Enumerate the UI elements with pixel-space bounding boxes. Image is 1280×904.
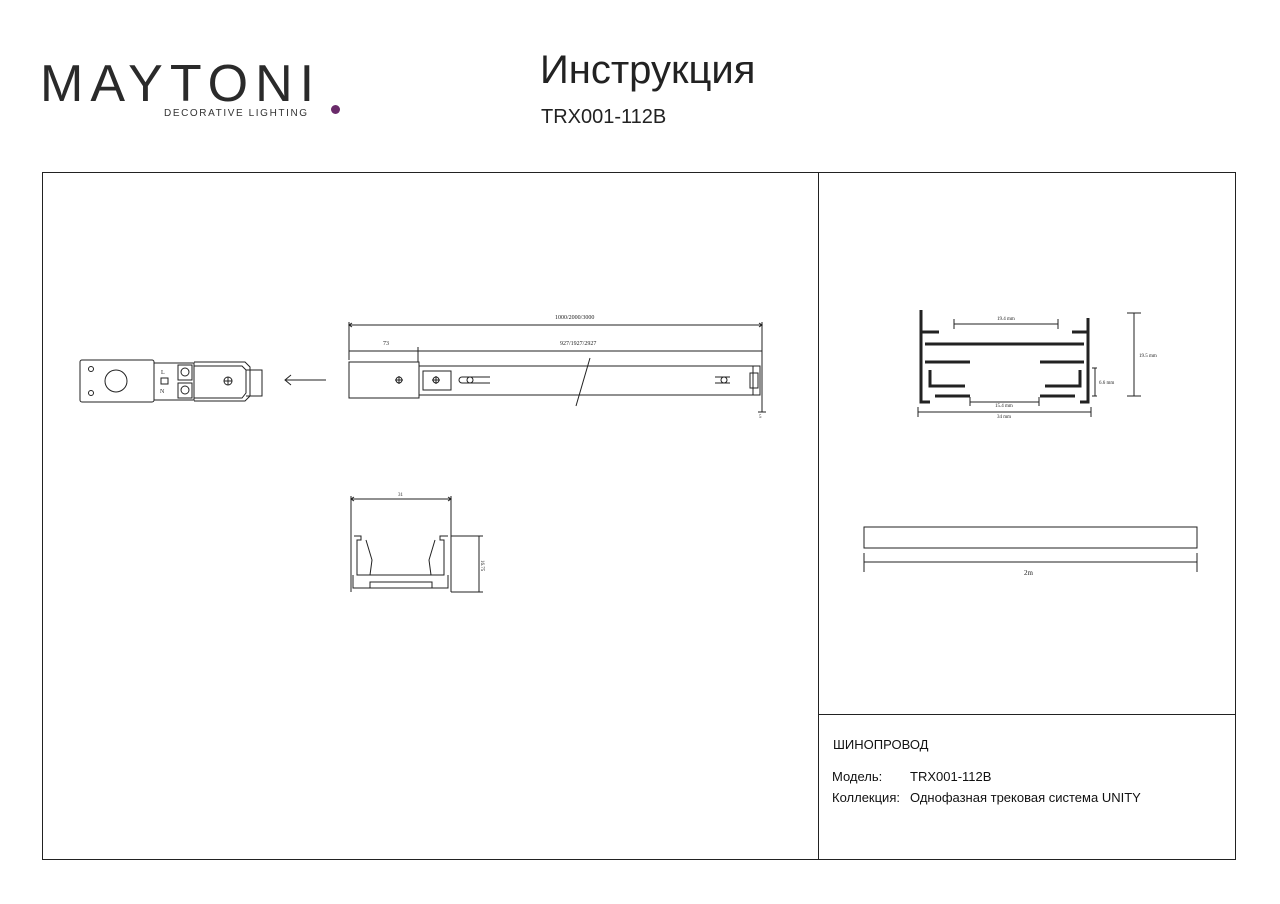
dim-small-width: 31 xyxy=(398,493,404,498)
dim-end-offset: 73 xyxy=(383,341,389,347)
model-label: Модель: xyxy=(832,769,883,784)
svg-text:N: N xyxy=(160,389,165,395)
dim-slot-width: 15.4 mm xyxy=(995,404,1013,409)
arrow-icon xyxy=(284,374,326,386)
dim-track-length: 1000/2000/3000 xyxy=(555,315,594,321)
dim-small-height: 16.75 xyxy=(479,560,484,572)
model-value: TRX001-112B xyxy=(910,769,992,784)
profile-cross-section xyxy=(917,310,1141,417)
model-code: TRX001-112B xyxy=(541,106,667,128)
svg-text:L: L xyxy=(161,370,165,376)
dim-end-gap: 5 xyxy=(759,415,762,420)
bar-drawing xyxy=(863,526,1198,572)
drawing-frame xyxy=(42,172,1236,860)
collection-value: Однофазная трековая система UNITY xyxy=(910,790,1141,805)
page-title: Инструкция xyxy=(540,48,756,92)
brand-dot xyxy=(331,105,340,114)
product-type: ШИНОПРОВОД xyxy=(833,737,929,752)
dim-total-width: 34 mm xyxy=(997,415,1011,420)
brand-name: MAYTONI xyxy=(40,55,322,113)
frame-horizontal-divider xyxy=(818,714,1236,715)
dim-bar-length: 2m xyxy=(1024,569,1034,577)
collection-row: Коллекция: Однофазная трековая система UN… xyxy=(832,790,1141,805)
dim-height: 19.5 mm xyxy=(1139,354,1157,359)
dim-depth: 6.6 mm xyxy=(1099,381,1114,386)
connector-drawing: L N xyxy=(79,359,263,403)
dim-inner-width: 19.4 mm xyxy=(997,317,1015,322)
brand-tagline: DECORATIVE LIGHTING xyxy=(164,108,309,119)
model-row: Модель: TRX001-112B xyxy=(832,769,991,784)
dim-inner-length: 927/1927/2927 xyxy=(560,341,596,347)
brand-logo: MAYTONI DECORATIVE LIGHTING xyxy=(40,52,340,132)
frame-vertical-divider xyxy=(818,172,819,860)
small-profile-drawing xyxy=(350,496,483,593)
collection-label: Коллекция: xyxy=(832,790,900,805)
track-side-view xyxy=(348,322,766,413)
